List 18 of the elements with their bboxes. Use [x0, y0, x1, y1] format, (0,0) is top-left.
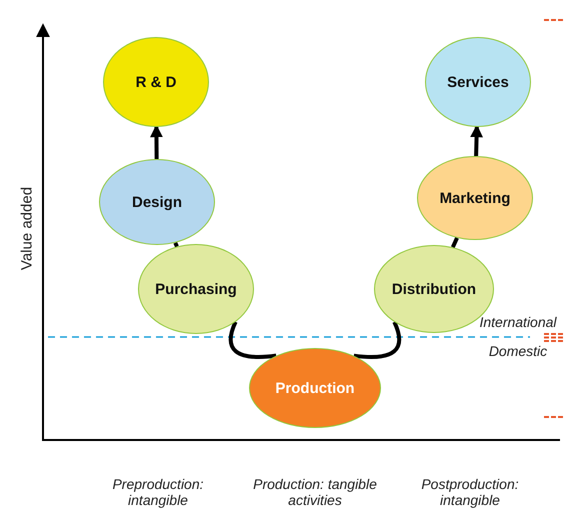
- node-label: Production: [275, 380, 355, 396]
- axis-title: Value added: [18, 186, 36, 272]
- node-label: Purchasing: [155, 280, 237, 298]
- node-label: Design: [132, 194, 182, 210]
- node-label: Marketing: [440, 190, 510, 206]
- node-label: R & D: [136, 74, 176, 90]
- arrow: [150, 124, 163, 160]
- zone-label: International: [478, 314, 558, 330]
- connector-line: [354, 321, 402, 359]
- node-label: Services: [447, 74, 509, 90]
- connector-line: [451, 237, 459, 248]
- connector-line: [228, 321, 276, 359]
- phase-label: Preproduction: intangible: [111, 476, 205, 508]
- node-label: Distribution: [392, 280, 476, 298]
- zone-label: Domestic: [488, 343, 548, 359]
- arrow: [470, 124, 483, 156]
- phase-label: Production: tangible activities: [252, 476, 378, 508]
- phase-label: Postproduction: intangible: [420, 476, 520, 508]
